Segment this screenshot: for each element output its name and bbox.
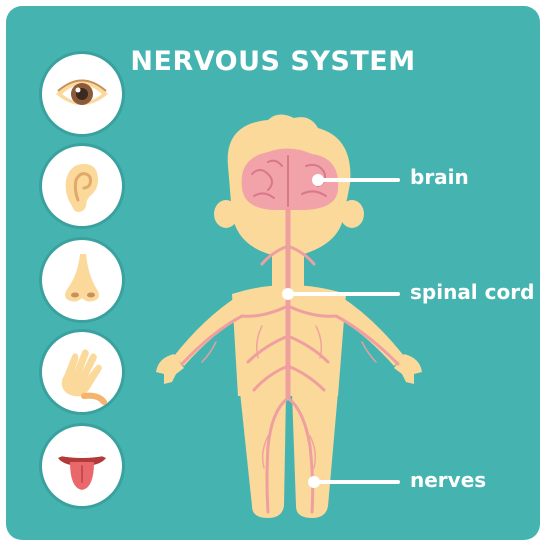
label-brain: brain xyxy=(410,165,469,189)
human-body-illustration xyxy=(6,6,540,540)
label-nerves: nerves xyxy=(410,468,486,492)
brain-pointer-line xyxy=(318,178,400,182)
nerve-network xyxy=(182,210,398,512)
spinal-cord-pointer-line xyxy=(288,292,400,296)
diagram-card: NERVOUS SYSTEM xyxy=(6,6,540,540)
left-arm xyxy=(174,296,244,366)
right-arm xyxy=(334,296,404,366)
left-ear xyxy=(214,200,238,228)
right-ear xyxy=(340,200,364,228)
label-spinal-cord: spinal cord xyxy=(410,280,534,304)
nerves-pointer-line xyxy=(314,480,400,484)
